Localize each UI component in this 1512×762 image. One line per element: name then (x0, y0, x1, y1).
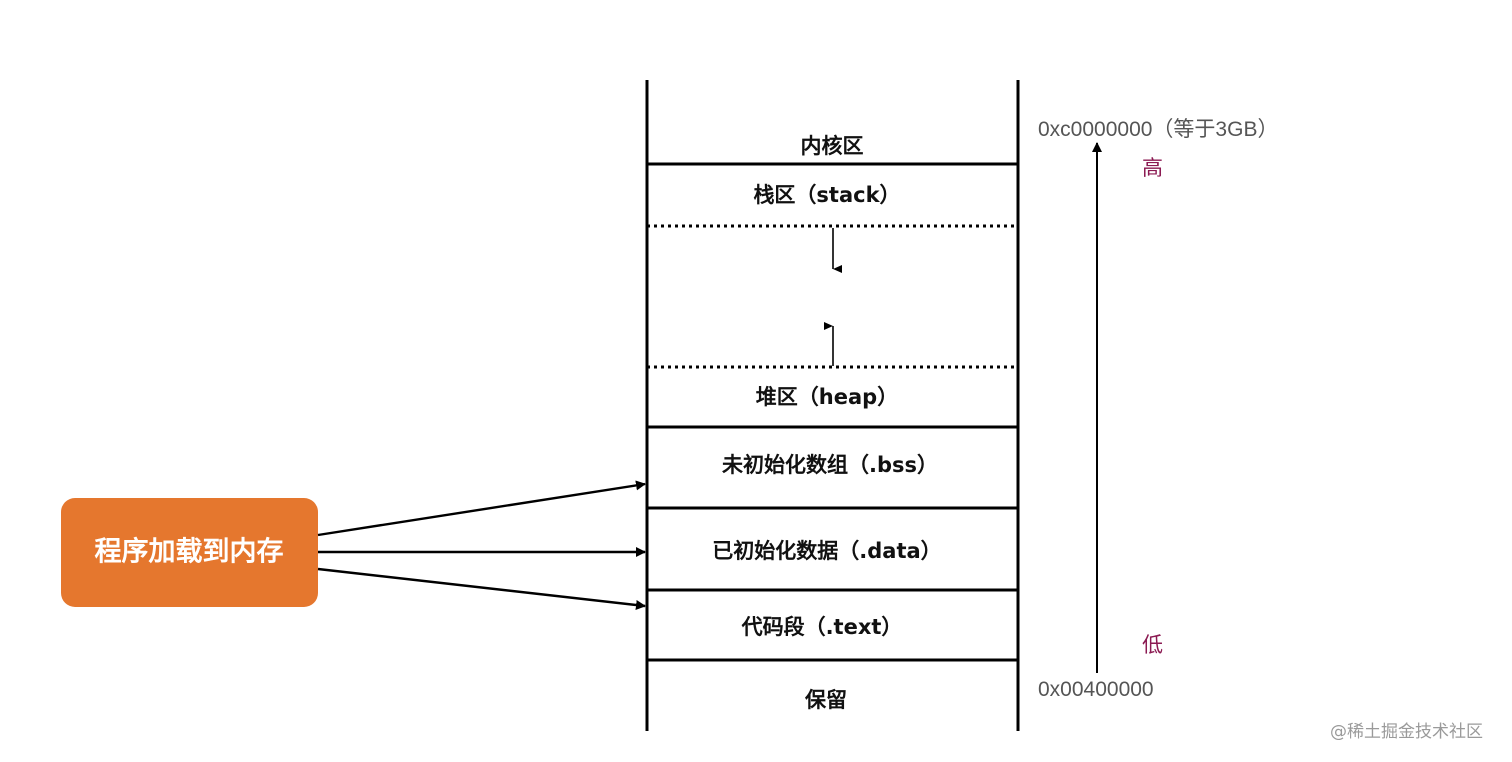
loader-arrow-to-bss (317, 480, 646, 537)
high-address-label: 0xc0000000（等于3GB） (1038, 118, 1278, 141)
segment-text-label: 代码段（.text） (741, 615, 903, 639)
loader-arrow-to-text (317, 567, 646, 610)
loader-label: 程序加载到内存 (95, 536, 284, 568)
segment-kernel-label: 内核区 (801, 134, 864, 158)
segment-heap-label: 堆区（heap） (756, 385, 898, 409)
low-label: 低 (1142, 633, 1163, 657)
high-label: 高 (1142, 156, 1163, 180)
segment-bss-label: 未初始化数组（.bss） (722, 453, 938, 477)
segment-reserved-label: 保留 (804, 688, 847, 712)
segment-data-label: 已初始化数据（.data） (712, 539, 941, 563)
watermark: @稀土掘金技术社区 (1330, 722, 1483, 742)
loader-box (61, 498, 318, 607)
low-address-label: 0x00400000 (1038, 678, 1154, 701)
segment-stack-label: 栈区（stack） (753, 183, 900, 207)
